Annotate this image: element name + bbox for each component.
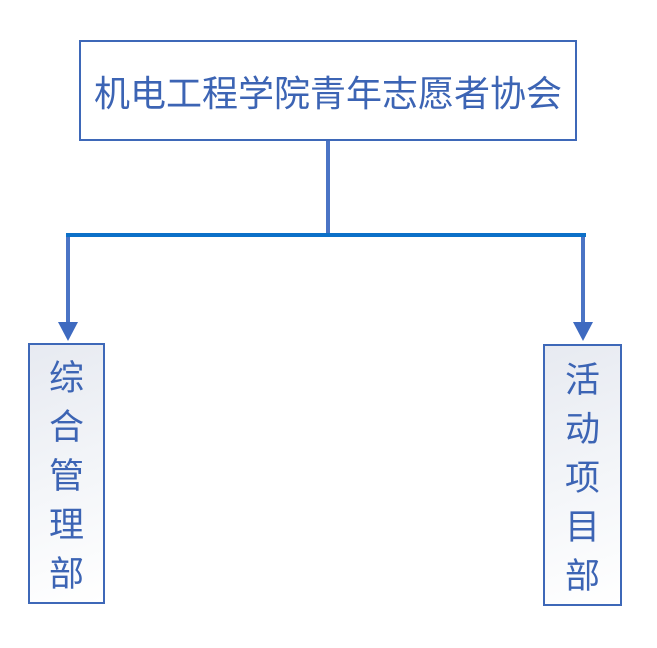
arrow-down-icon [573,322,593,341]
arrow-down-icon [58,322,78,341]
department-label: 综合管理部 [48,359,84,594]
connector-horizontal [66,233,586,237]
connector-drop-right [581,237,585,323]
connector-stem [326,141,330,235]
department-label: 活动项目部 [564,361,600,596]
department-box-general-management: 综合管理部 [28,343,105,604]
connector-drop-left [66,237,70,323]
org-root-label: 机电工程学院青年志愿者协会 [93,72,562,114]
org-root-box: 机电工程学院青年志愿者协会 [79,40,577,141]
department-box-activity-project: 活动项目部 [543,344,622,606]
